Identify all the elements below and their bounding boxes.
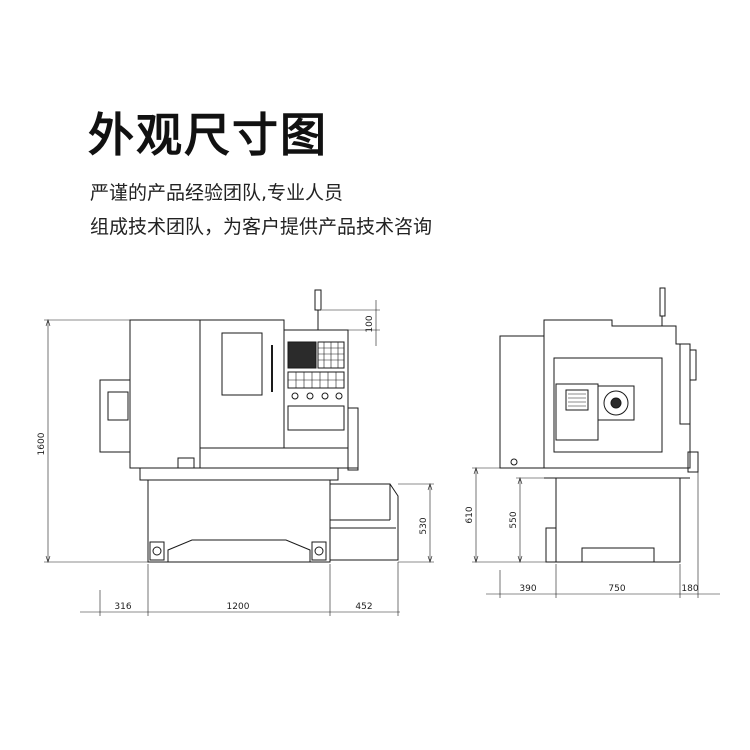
side-view — [499, 287, 699, 563]
front-dim-100: 100 — [365, 315, 375, 332]
front-knob-4 — [335, 392, 343, 400]
side-dim-180: 180 — [681, 584, 698, 594]
front-foot-right — [311, 541, 327, 561]
front-base-top — [139, 468, 339, 481]
side-right-panel — [679, 343, 691, 425]
side-dim-390: 390 — [519, 584, 536, 594]
description-line-1: 严谨的产品经验团队,专业人员 — [90, 182, 344, 204]
front-base-arch — [167, 539, 311, 562]
front-left-panel — [129, 319, 201, 469]
front-dimension-labels: 1600 100 530 316 1200 452 — [37, 315, 429, 612]
front-base — [147, 479, 331, 563]
side-right-box — [687, 451, 699, 473]
side-inner-frame — [553, 357, 663, 453]
front-keypad-grid — [318, 342, 344, 368]
side-chuck-box — [597, 385, 635, 421]
front-dim-1200: 1200 — [227, 602, 250, 612]
side-main-body — [543, 319, 691, 469]
side-base — [555, 477, 681, 563]
front-signal-light — [314, 289, 322, 311]
side-turret-vent — [565, 389, 589, 411]
side-dimension-labels: 610 550 390 750 180 — [465, 506, 699, 594]
page-title: 外观尺寸图 — [88, 108, 328, 162]
front-left-window — [107, 391, 129, 421]
front-door-window — [221, 332, 263, 396]
front-dim-1600: 1600 — [37, 432, 47, 455]
side-dimension-lines — [472, 467, 720, 598]
front-dimension-lines — [44, 300, 434, 616]
front-screen — [287, 341, 317, 369]
front-dim-316: 316 — [114, 602, 131, 612]
side-dim-610: 610 — [465, 506, 475, 523]
front-foot-left — [149, 541, 165, 561]
front-left-box — [99, 379, 131, 453]
front-knob-1 — [291, 392, 299, 400]
side-signal-light — [659, 287, 666, 317]
side-turret — [555, 383, 599, 441]
side-foot-left — [545, 527, 557, 563]
side-dim-550: 550 — [509, 511, 519, 528]
description-line-2: 组成技术团队，为客户提供产品技术咨询 — [90, 216, 433, 238]
front-lower-panel — [287, 405, 345, 431]
front-dim-530: 530 — [419, 517, 429, 534]
side-chuck — [603, 390, 629, 416]
front-view — [99, 289, 399, 563]
side-base-arch — [581, 547, 655, 562]
front-small-door — [177, 457, 195, 469]
front-control-panel — [283, 329, 349, 449]
side-handle — [689, 349, 697, 381]
front-dim-452: 452 — [355, 602, 372, 612]
front-chip-tray — [330, 483, 399, 561]
front-right-box — [347, 407, 359, 471]
side-rear-cabinet — [499, 335, 545, 469]
front-knob-2 — [306, 392, 314, 400]
front-knob-3 — [321, 392, 329, 400]
side-dim-750: 750 — [608, 584, 625, 594]
